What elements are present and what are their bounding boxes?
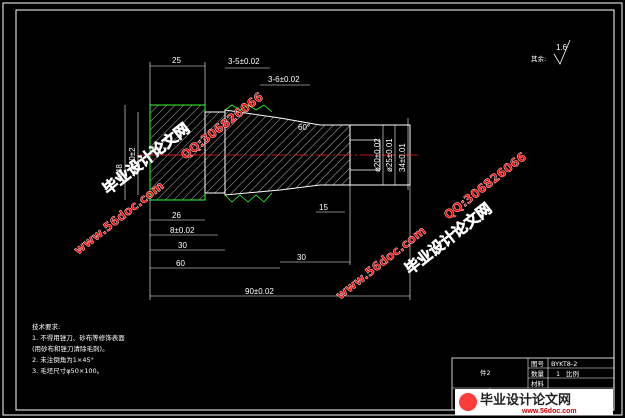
- part-body: [140, 104, 420, 203]
- dim-60: 60: [176, 259, 185, 268]
- dim-30a: 30: [178, 241, 187, 250]
- roughness-label: 其余:: [531, 54, 546, 63]
- footer-brand: 毕业设计论文网: [480, 392, 571, 408]
- roughness-symbol: 其余: 1.6: [531, 39, 571, 65]
- dim-tol-top1: 3-5±0.02: [228, 57, 260, 66]
- footer-site: www.56doc.com: [521, 408, 577, 415]
- inner-border: [15, 9, 615, 411]
- dim-90: 90±0.02: [245, 287, 274, 296]
- roughness-value: 1.6: [556, 43, 568, 52]
- left-flange: [149, 104, 206, 201]
- qty-value: 1: [556, 370, 560, 378]
- notes-line2: (用砂布和锉刀清除毛刺)。: [32, 344, 109, 353]
- thread-top: [224, 104, 273, 113]
- drawing-no: BYKT8-2: [551, 360, 577, 368]
- dim-8: 8±0.02: [170, 226, 195, 235]
- tapered-body: [224, 109, 351, 196]
- drawing-no-label: 图号: [531, 360, 545, 368]
- thread-bottom: [224, 192, 273, 203]
- dim-15: 15: [319, 203, 328, 212]
- dimension-texts: 25 3-5±0.02 3-6±0.02 26 8±0.02 30 60 30 …: [115, 56, 407, 296]
- dim-dia20: ø20±0.02: [373, 138, 382, 172]
- part-name: 件2: [480, 368, 491, 377]
- dimension-lines: [124, 62, 411, 300]
- technical-notes: 技术要求: 1. 不得用锉刀、砂布等修饰表面 (用砂布和锉刀清除毛刺)。 2. …: [32, 322, 125, 375]
- dim-dia34: 34±0.01: [398, 143, 407, 172]
- dim-dia30: ø30±2: [128, 147, 137, 170]
- dim-30b: 30: [297, 253, 306, 262]
- dim-26: 26: [172, 211, 181, 220]
- material-label: 材料: [531, 379, 545, 388]
- notes-line3: 2. 未注倒角为1×45°: [32, 355, 94, 364]
- notes-line1: 1. 不得用锉刀、砂布等修饰表面: [32, 333, 125, 342]
- notes-title: 技术要求:: [32, 322, 60, 331]
- dim-dia48: ø48: [115, 164, 124, 178]
- notes-line4: 3. 毛坯尺寸φ50×100。: [32, 366, 103, 375]
- qty-label: 数量: [531, 369, 545, 378]
- dim-angle-60: 60°: [298, 123, 310, 132]
- dim-dia25: ø25±0.01: [385, 138, 394, 172]
- scale-label: 比例: [566, 369, 579, 378]
- footer-logo-icon: [459, 393, 477, 411]
- dim-tol-top2: 3-6±0.02: [268, 75, 300, 84]
- footer-badge: 毕业设计论文网 www.56doc.com: [455, 389, 613, 415]
- dim-25: 25: [172, 56, 181, 65]
